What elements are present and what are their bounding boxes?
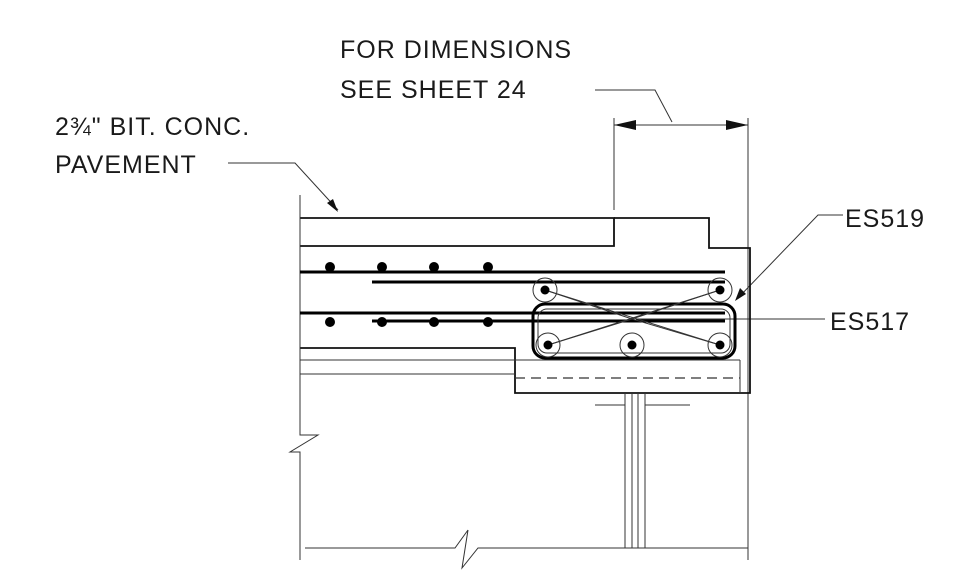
haunch-lines: [300, 359, 741, 393]
rebar-dot: [325, 262, 335, 272]
rebar-dot: [377, 262, 387, 272]
top-rebar-mat: [300, 270, 725, 284]
bar-label-es517: ES517: [830, 308, 910, 336]
edge-bar: [619, 332, 645, 358]
rebar-dot: [377, 317, 387, 327]
bottom-break-line: [305, 529, 748, 570]
bottom-rebar-mat: [300, 311, 725, 323]
edge-bar: [535, 332, 561, 358]
edge-stirrup-es517-ties: [544, 289, 721, 346]
steel-girder: [595, 393, 690, 548]
dimension-line: [613, 118, 749, 560]
edge-stirrup-es519: [531, 302, 737, 360]
rebar-dot: [429, 317, 439, 327]
dimension-note-line1: FOR DIMENSIONS: [340, 36, 572, 64]
edge-bar: [707, 277, 733, 303]
rebar-dot: [429, 262, 439, 272]
es519-leader: [735, 214, 843, 301]
rebar-dot: [325, 317, 335, 327]
pavement-leader: [228, 162, 339, 212]
rebar-dot: [483, 317, 493, 327]
bar-label-es519: ES519: [845, 205, 925, 233]
edge-bar: [707, 332, 733, 358]
deck-slab-outline: [300, 217, 751, 394]
pavement-label-line2: PAVEMENT: [55, 151, 197, 179]
rebar-dot: [483, 262, 493, 272]
pavement-label-line1: 2¾" BIT. CONC.: [55, 113, 250, 141]
pavement-layer: [300, 217, 615, 247]
transverse-bar-dots: [325, 262, 493, 327]
left-break-line: [288, 195, 320, 560]
dimension-note-line2: SEE SHEET 24: [340, 76, 527, 104]
edge-bar-circles: [532, 277, 733, 358]
dimension-note-leader: [595, 89, 673, 123]
edge-bar: [532, 277, 558, 303]
